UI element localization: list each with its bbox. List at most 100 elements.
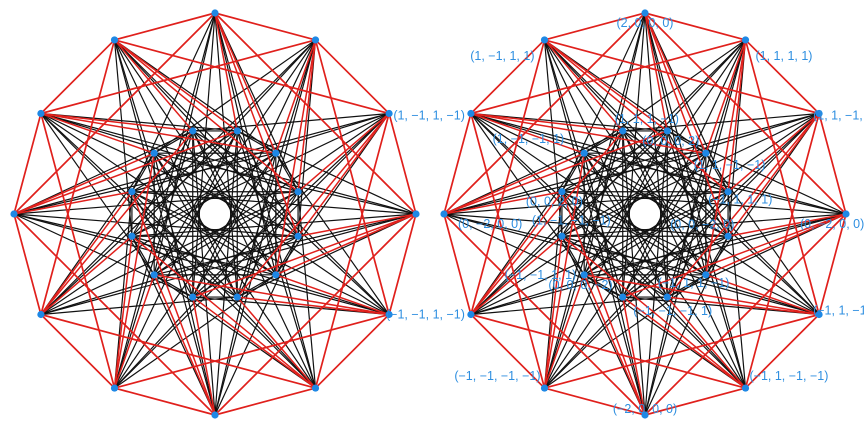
red-edge (214, 12, 277, 154)
black-edge (153, 12, 216, 276)
red-edge (236, 296, 317, 389)
black-edge (153, 191, 299, 276)
black-edge (470, 152, 707, 316)
red-edge (113, 39, 299, 193)
red-edge (297, 39, 317, 193)
inner-vertex (189, 293, 197, 301)
black-edge (131, 191, 277, 276)
red-edge (470, 39, 546, 316)
black-edge (470, 130, 668, 316)
red-edge (40, 190, 133, 316)
red-edge (470, 112, 546, 389)
black-edge (13, 213, 277, 276)
inner-vertex (150, 271, 158, 279)
outer-vertex (641, 411, 649, 419)
red-edge (191, 296, 317, 389)
outer-vertex (440, 210, 448, 218)
red-edge (40, 39, 116, 316)
outer-vertex (842, 210, 850, 218)
red-edge (13, 213, 216, 416)
inner-vertex (702, 149, 710, 157)
red-edge (13, 213, 42, 316)
red-edge (443, 213, 646, 416)
red-edge (297, 112, 390, 238)
black-edge (40, 112, 299, 193)
red-edge (727, 112, 820, 193)
red-edge (644, 12, 707, 154)
inner-vertex (233, 127, 241, 135)
black-edge (113, 130, 194, 389)
black-edge (561, 112, 820, 193)
outer-vertex-label: (1, 1, 1, 1) (756, 49, 813, 63)
red-edge (40, 112, 194, 132)
red-edge (744, 39, 820, 316)
red-edge (666, 296, 747, 389)
outer-vertex-label: (−1, 1, −1, −1) (750, 369, 829, 383)
inner-vertex-label: (1, 1, 1, −1) (615, 112, 679, 126)
outer-vertex (37, 310, 45, 319)
outer-vertex (540, 36, 549, 44)
red-edge (727, 39, 747, 193)
black-edge (622, 152, 707, 298)
outer-vertex (741, 384, 750, 392)
red-edge (13, 130, 239, 215)
inner-vertex (150, 149, 158, 157)
black-edge (40, 191, 299, 316)
red-edge (13, 190, 133, 215)
red-edge (543, 39, 820, 115)
red-edge (40, 235, 133, 316)
red-edge (236, 112, 390, 298)
black-edge (622, 130, 707, 276)
inner-vertex (724, 232, 732, 240)
outer-vertex (641, 9, 649, 17)
inner-vertex (558, 188, 566, 196)
red-edge (388, 112, 417, 215)
black-edge (131, 235, 390, 316)
inner-vertex-label: (−1, 1, 1, −1) (658, 276, 730, 290)
black-edge (131, 112, 390, 193)
inner-vertex (702, 271, 710, 279)
red-edge (443, 130, 669, 215)
red-edge (644, 213, 847, 416)
red-edge (443, 12, 646, 215)
black-edge (470, 112, 668, 298)
red-edge (470, 130, 624, 316)
red-edge (561, 190, 646, 416)
black-edge (543, 191, 729, 389)
black-edge (113, 39, 238, 298)
red-edge (543, 274, 585, 389)
black-edge (583, 152, 646, 416)
vertices-right (440, 9, 850, 419)
inner-vertex-label: (1, −1, −1, −1) (532, 213, 611, 227)
red-edge (40, 313, 116, 389)
red-edge (113, 387, 216, 416)
black-edge (214, 152, 277, 416)
red-edge (543, 313, 820, 389)
black-edge (443, 213, 729, 237)
red-edge (621, 296, 646, 416)
red-edge (275, 39, 317, 154)
red-edge (214, 12, 317, 41)
black-edge (236, 39, 317, 298)
red-edge (727, 213, 847, 238)
inner-vertex (558, 232, 566, 240)
red-edge (470, 112, 624, 132)
black-edge (40, 112, 299, 237)
red-edge (40, 112, 277, 154)
outer-vertex (815, 109, 823, 118)
black-edges-right (443, 12, 847, 416)
outer-vertex (412, 210, 420, 218)
black-edge (622, 130, 646, 416)
outer-vertex (211, 411, 219, 419)
inner-vertex (272, 149, 280, 157)
black-edge (13, 213, 299, 237)
black-edge (214, 12, 277, 276)
outer-vertex (815, 310, 823, 319)
black-edge (666, 130, 747, 389)
black-edge (561, 152, 707, 237)
red-edge (13, 12, 216, 215)
red-edge (314, 39, 390, 115)
red-edge (214, 12, 299, 238)
red-edge (214, 387, 317, 416)
